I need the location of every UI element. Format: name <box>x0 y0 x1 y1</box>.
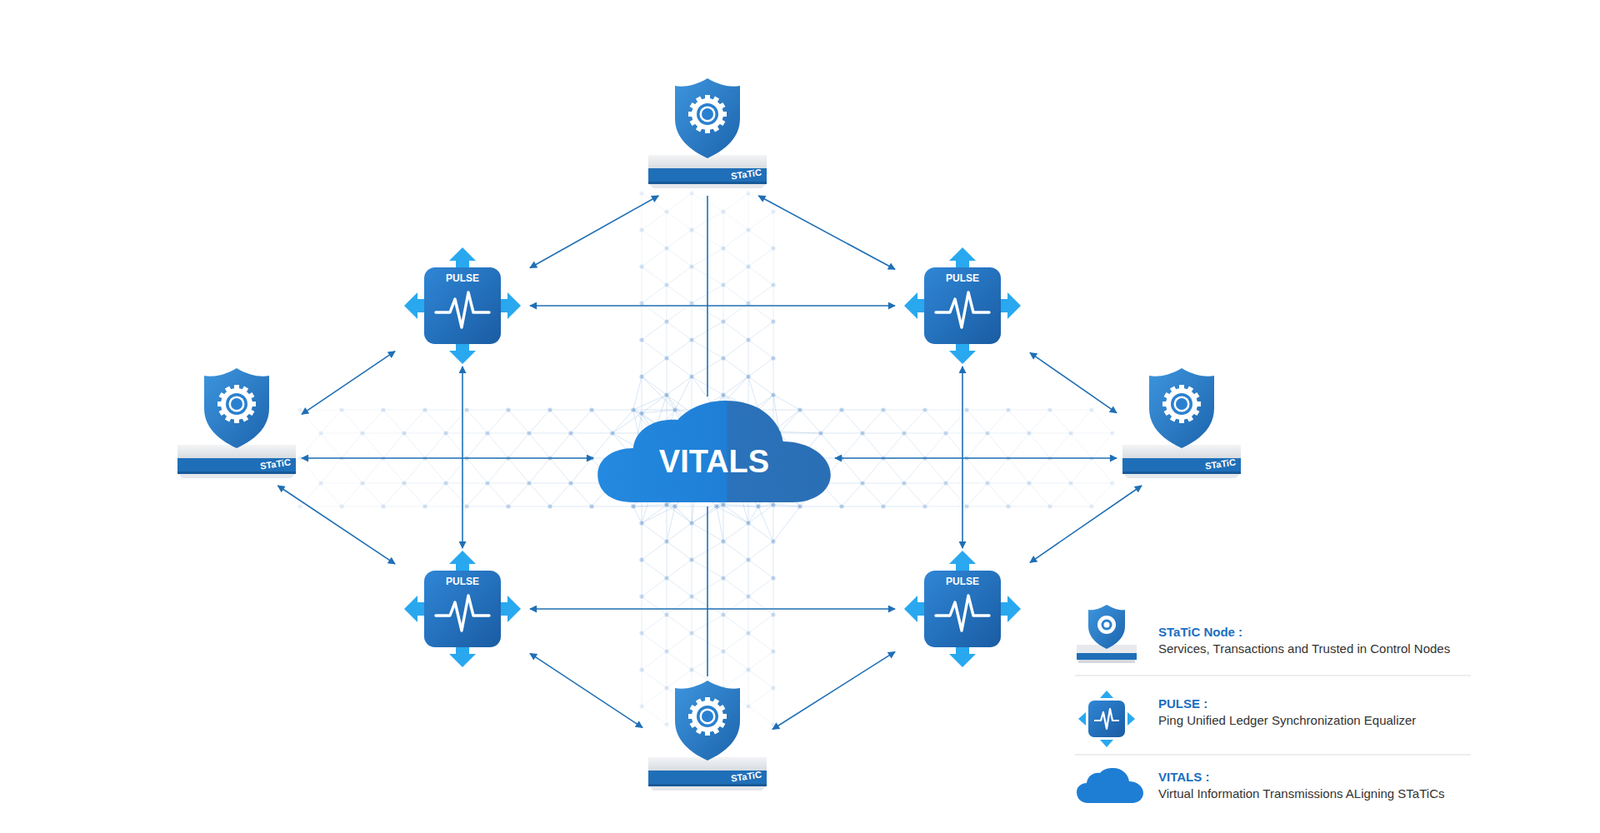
connector-arrow <box>706 195 709 397</box>
connector-arrow <box>301 457 594 460</box>
pulse-node: PULSE <box>917 570 1008 648</box>
connector-arrow <box>706 506 709 677</box>
legend-separator <box>1075 754 1471 755</box>
static-node: STaTiC <box>1119 366 1245 484</box>
legend-static-icon <box>1076 605 1137 664</box>
vitals-cloud: VITALS <box>596 400 832 504</box>
pulse-node: PULSE <box>917 267 1008 345</box>
legend-description: Virtual Information Transmissions ALigni… <box>1158 786 1445 802</box>
legend-description: Services, Transactions and Trusted in Co… <box>1158 641 1450 657</box>
static-node: STaTiC <box>645 76 770 194</box>
connector-arrow <box>277 485 395 565</box>
static-node: STaTiC <box>645 679 770 796</box>
connector-arrow <box>530 305 895 307</box>
connector-arrow <box>530 195 659 269</box>
pulse-label: PULSE <box>417 575 508 588</box>
connector-arrow <box>530 653 643 728</box>
pulse-node: PULSE <box>417 570 508 648</box>
cloud-label: VITALS <box>596 443 832 480</box>
connector-arrow <box>530 608 895 610</box>
mesh-network <box>297 190 1115 727</box>
connector-arrow <box>835 457 1117 460</box>
legend-heading: PULSE : <box>1158 696 1208 712</box>
connector-arrow <box>1030 485 1142 563</box>
legend-pulse-icon <box>1078 690 1135 748</box>
legend-heading: VITALS : <box>1158 770 1210 785</box>
pulse-label: PULSE <box>917 575 1008 588</box>
pulse-label: PULSE <box>417 272 508 285</box>
legend-heading: STaTiC Node : <box>1158 625 1243 640</box>
legend-separator <box>1075 675 1471 676</box>
connector-arrow <box>301 351 395 415</box>
connector-arrow <box>772 651 895 730</box>
connector-arrow <box>1030 352 1117 413</box>
connector-arrow <box>461 366 464 549</box>
pulse-node: PULSE <box>417 267 508 345</box>
legend-description: Ping Unified Ledger Synchronization Equa… <box>1158 713 1416 729</box>
static-node: STaTiC <box>174 366 300 484</box>
connector-arrow <box>758 195 895 270</box>
connector-arrow <box>961 366 964 549</box>
legend-cloud-icon <box>1076 768 1144 804</box>
pulse-label: PULSE <box>917 272 1008 285</box>
